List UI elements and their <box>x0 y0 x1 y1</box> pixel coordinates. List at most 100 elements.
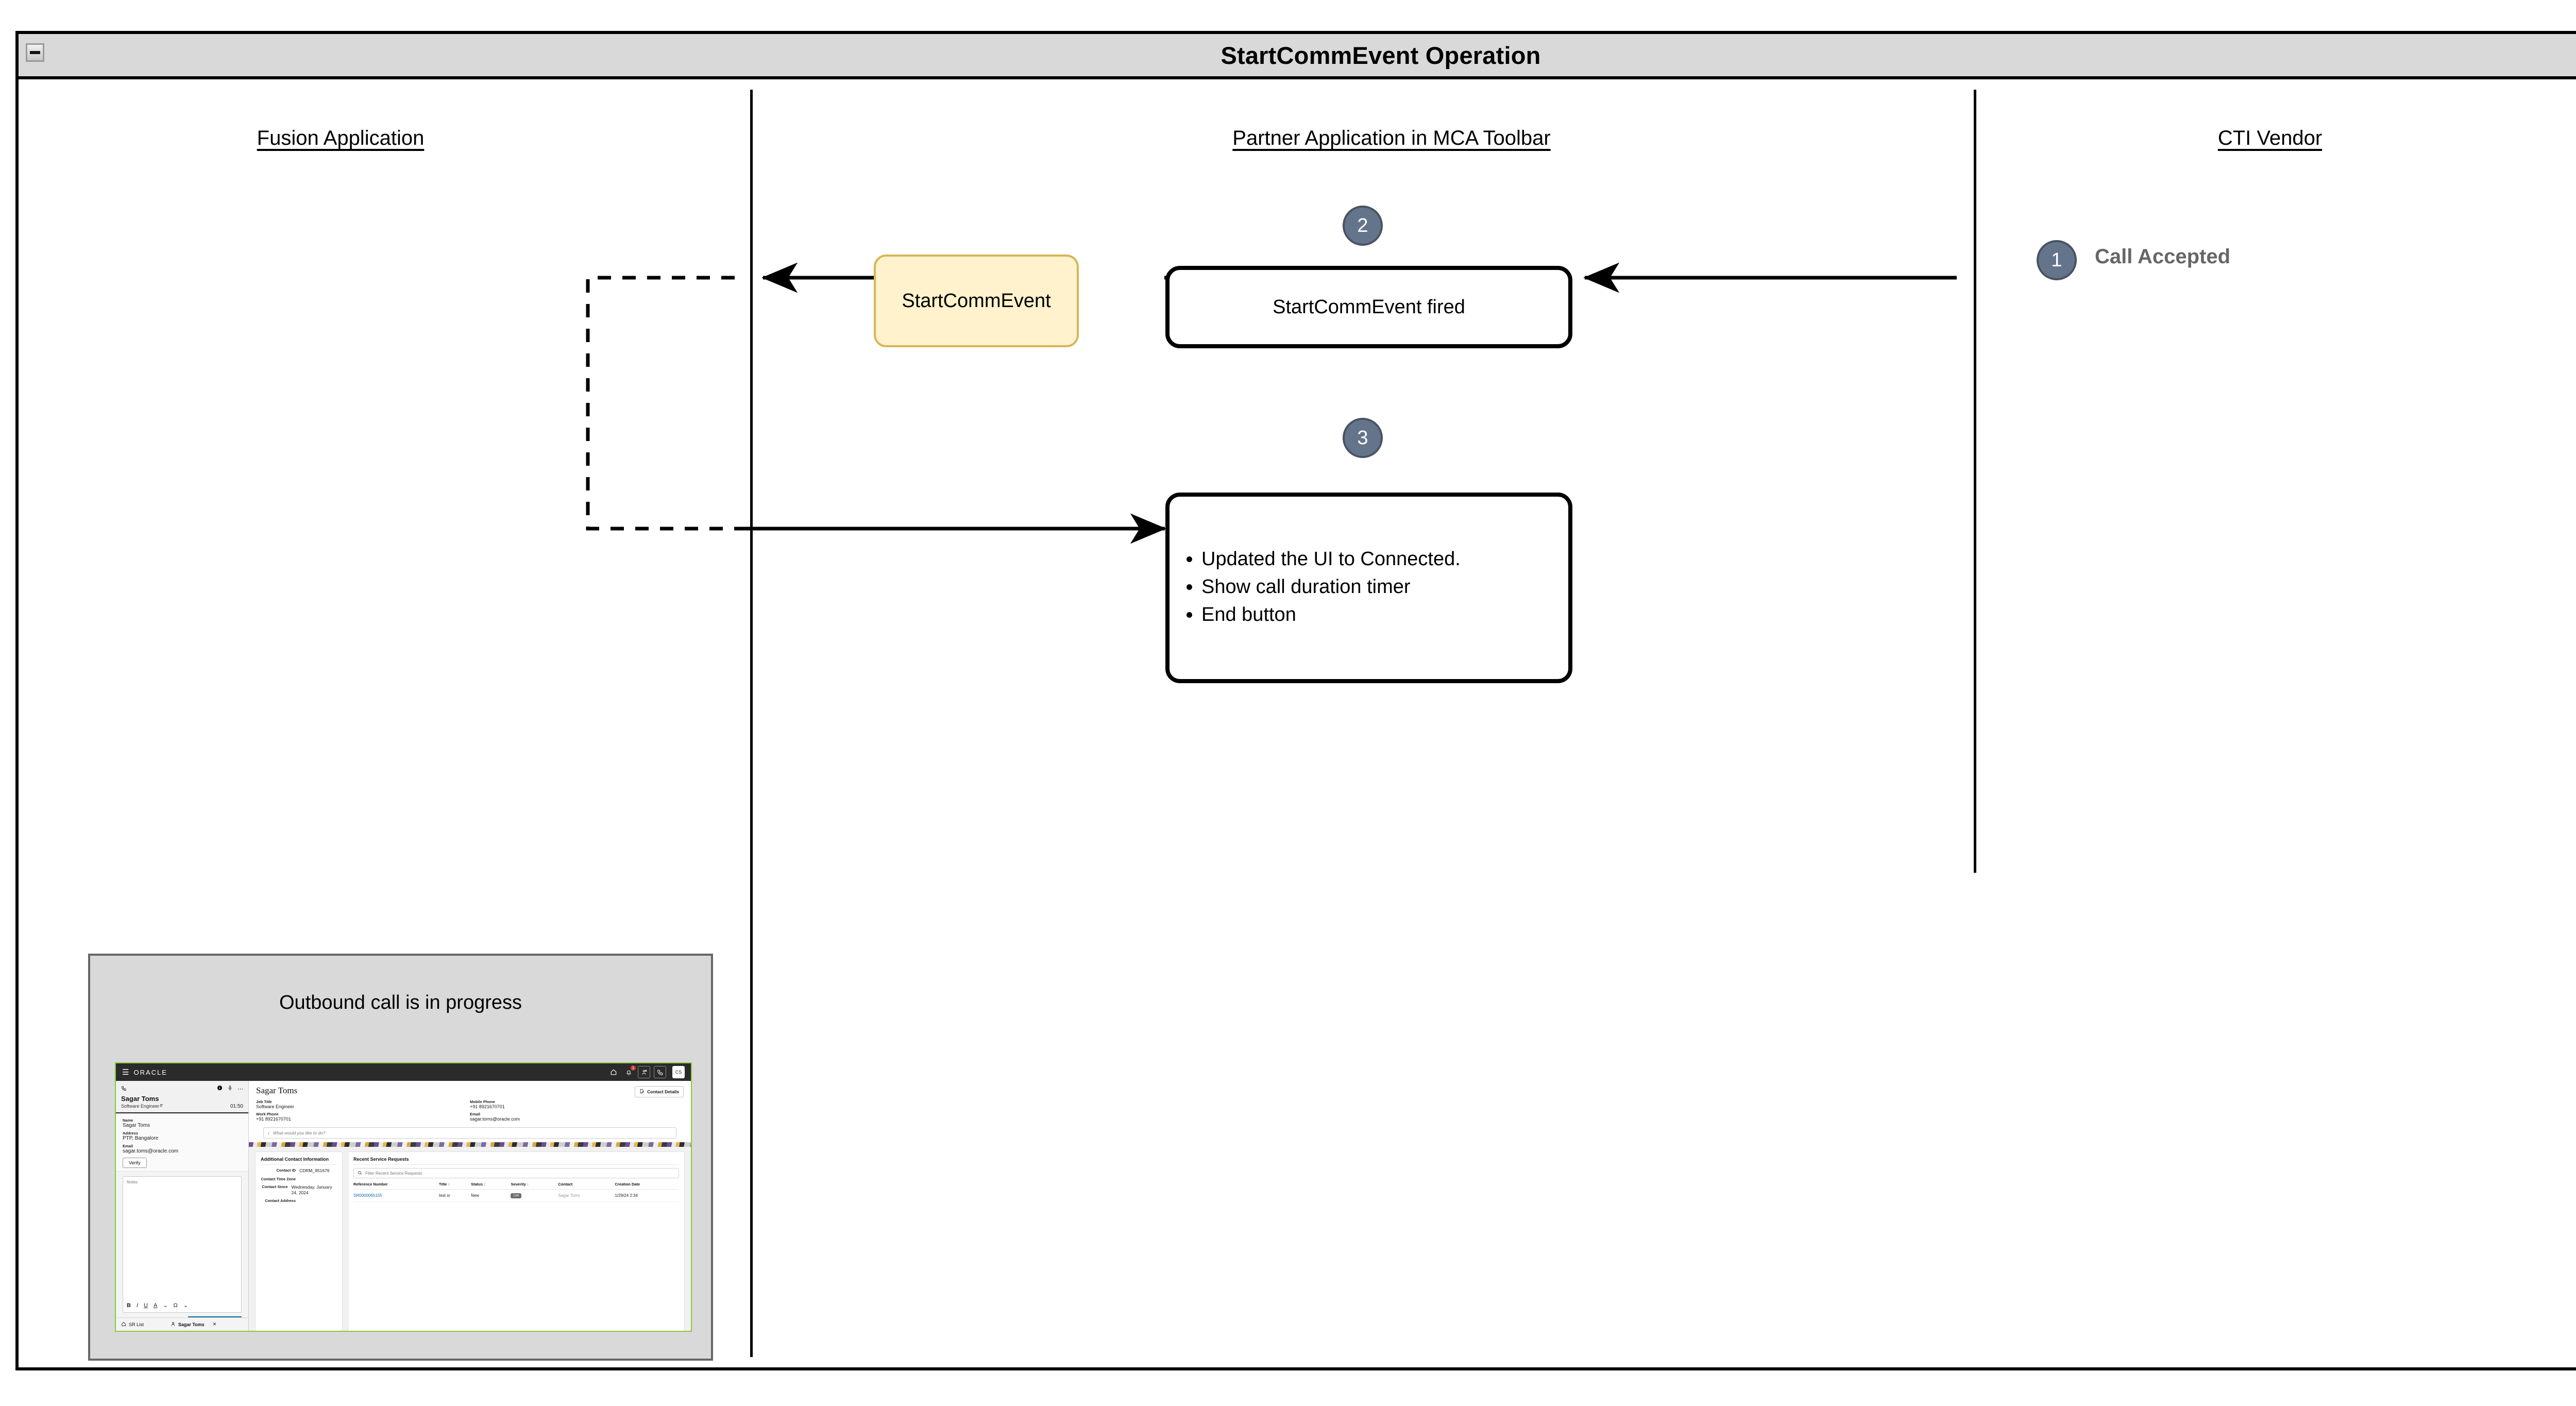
screenshot-caption: Outbound call is in progress <box>279 992 522 1013</box>
sr-list-label: SR List <box>129 1322 144 1327</box>
notes-placeholder: Notes <box>127 1180 138 1184</box>
field-value: Sagar Toms <box>123 1123 150 1128</box>
more-options-icon[interactable]: ⋯ <box>238 1086 243 1092</box>
search-input[interactable]: Filter Recent Service Requests <box>353 1168 679 1178</box>
home-icon[interactable] <box>608 1066 619 1078</box>
action-bar-placeholder: What would you like to do? <box>273 1130 326 1136</box>
dashed-return-path <box>586 276 735 531</box>
phone-handset-icon <box>121 1086 127 1092</box>
action-search-input[interactable]: › What would you like to do? <box>263 1127 676 1139</box>
diagram-header: StartCommEvent Operation <box>19 34 2576 79</box>
startcommevent-label-text: StartCommEvent <box>902 290 1051 312</box>
search-placeholder: Filter Recent Service Requests <box>365 1171 422 1176</box>
call-duration-timer: 01:50 <box>230 1104 243 1109</box>
cell-creation-date: 1/29/24 2:34 <box>615 1189 679 1202</box>
contact-detail-pane: Sagar Toms Contact Details <box>249 1081 691 1331</box>
field-value: sagar.toms@oracle.com <box>123 1148 178 1154</box>
lane-title-partner: Partner Application in MCA Toolbar <box>1232 127 1551 149</box>
call-contact-fields: Name Sagar Toms Address PTP, Bangalore E… <box>116 1113 248 1172</box>
ui-update-box[interactable]: Updated the UI to Connected. Show call d… <box>1165 493 1572 683</box>
field-label: Name <box>123 1118 133 1123</box>
lifeline-fusion <box>750 90 753 1357</box>
lifeline-cti <box>1974 90 1976 873</box>
column-severity-label: Severity <box>511 1182 526 1187</box>
chevron-down-icon[interactable]: ⌄ <box>163 1302 168 1309</box>
sort-icon[interactable]: ↕ <box>448 1183 450 1187</box>
table-body: SR0000065155 test sr New Low Sagar Toms … <box>353 1189 679 1202</box>
italic-icon[interactable]: I <box>136 1302 139 1309</box>
field-value: PTP, Bangalore <box>123 1136 159 1141</box>
info-icon[interactable] <box>217 1085 223 1092</box>
additional-contact-card: Additional Contact Information Contact I… <box>255 1151 343 1331</box>
call-header-icons: ⋯ <box>121 1085 243 1092</box>
message-label-call-accepted: Call Accepted <box>2095 245 2231 268</box>
attribute-value: +91 8921670701 <box>470 1104 505 1109</box>
card-title: Recent Service Requests <box>353 1157 679 1165</box>
cell-reference-number[interactable]: SR0000065155 <box>353 1189 439 1202</box>
notes-toolbar: B I U A ⌄ Ω ⌄ <box>127 1302 188 1309</box>
attribute-value: Software Engineer <box>256 1104 295 1109</box>
search-icon <box>358 1171 362 1176</box>
detail-row: Contact Time Zone <box>261 1177 337 1181</box>
sort-icon[interactable]: ↕ <box>527 1183 529 1187</box>
field-label: Address <box>123 1131 139 1136</box>
no-agent-icon[interactable] <box>638 1066 650 1078</box>
lane-title-fusion: Fusion Application <box>257 127 425 149</box>
underline-icon[interactable]: U <box>144 1302 148 1309</box>
column-title[interactable]: Title↕ <box>439 1182 471 1190</box>
verify-button[interactable]: Verify <box>123 1158 147 1168</box>
call-contact-role: Software Engineer <box>121 1104 160 1109</box>
contact-attributes: Job Title Software Engineer Work Phone +… <box>256 1099 684 1124</box>
attribute-value: sagar.toms@oracle.com <box>470 1116 520 1122</box>
startcommevent-fired-box[interactable]: StartCommEvent fired <box>1165 266 1572 348</box>
cell-contact: Sagar Toms <box>558 1189 615 1202</box>
tab-label: Sagar Toms <box>178 1322 205 1327</box>
contact-header: Sagar Toms Contact Details <box>249 1081 691 1139</box>
home-outline-icon <box>121 1322 126 1328</box>
sidebar-item-sr-list[interactable]: SR List <box>121 1322 144 1328</box>
tab-sagar-toms[interactable]: Sagar Toms <box>171 1322 205 1328</box>
table-header: Reference Number Title↕ Status↕ <box>353 1182 679 1190</box>
phone-icon[interactable] <box>654 1066 666 1078</box>
person-add-icon[interactable] <box>159 1104 163 1109</box>
column-status[interactable]: Status↕ <box>471 1182 511 1190</box>
app-body: ⋯ Sagar Toms Software Engineer <box>116 1081 691 1331</box>
status-badge: Low <box>511 1193 522 1198</box>
attribute-label: Mobile Phone <box>470 1099 495 1104</box>
column-severity[interactable]: Severity↕ <box>511 1182 558 1190</box>
special-character-icon[interactable]: Ω <box>173 1302 178 1309</box>
bell-icon[interactable]: 1 <box>623 1065 636 1078</box>
list-item: Updated the UI to Connected. <box>1201 546 1568 572</box>
column-reference-number: Reference Number <box>353 1182 439 1190</box>
contact-details-button[interactable]: Contact Details <box>635 1086 684 1097</box>
avatar[interactable]: CS <box>672 1066 685 1078</box>
cell-status: New <box>471 1189 511 1202</box>
recent-service-requests-card: Recent Service Requests Filter Recent Se… <box>348 1151 685 1331</box>
attribute-label: Email <box>470 1112 481 1116</box>
step-badge-1: 1 <box>2037 240 2077 280</box>
column-title-label: Title <box>439 1182 447 1187</box>
step-badge-2: 2 <box>1343 206 1383 246</box>
bold-icon[interactable]: B <box>127 1302 131 1309</box>
font-color-icon[interactable]: A <box>153 1302 158 1309</box>
minimize-icon[interactable] <box>26 43 44 62</box>
notes-editor[interactable]: Notes B I U A ⌄ Ω ⌄ <box>123 1176 242 1313</box>
table-row[interactable]: SR0000065155 test sr New Low Sagar Toms … <box>353 1189 679 1202</box>
sort-icon[interactable]: ↕ <box>483 1183 486 1187</box>
hamburger-icon[interactable]: ☰ <box>122 1068 129 1077</box>
ui-update-bullet-list: Updated the UI to Connected. Show call d… <box>1170 546 1568 630</box>
chevron-down-icon[interactable]: ⌄ <box>183 1302 188 1309</box>
detail-key: Contact ID <box>276 1168 296 1173</box>
edit-document-icon <box>639 1089 645 1095</box>
cell-title: test sr <box>439 1189 471 1202</box>
microphone-icon[interactable] <box>227 1085 233 1092</box>
column-status-label: Status <box>471 1182 483 1187</box>
startcommevent-label-box[interactable]: StartCommEvent <box>874 255 1079 347</box>
oracle-logo: ORACLE <box>133 1068 167 1076</box>
list-item: End button <box>1201 602 1568 628</box>
close-icon[interactable]: ✕ <box>212 1322 217 1327</box>
column-creation-date: Creation Date <box>615 1182 679 1190</box>
call-subheader: Software Engineer 01:50 <box>121 1104 243 1109</box>
lane-title-cti: CTI Vendor <box>2217 127 2323 149</box>
